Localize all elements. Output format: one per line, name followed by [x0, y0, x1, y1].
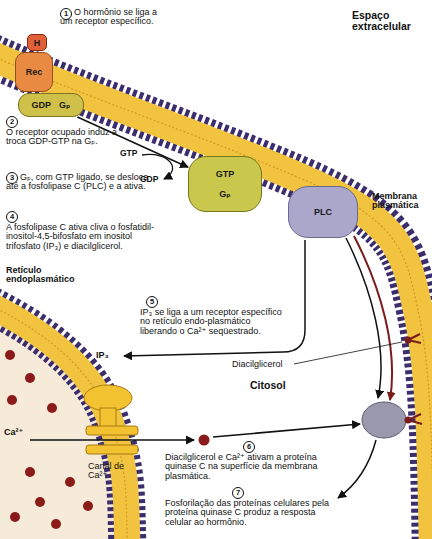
node-text: PLC [314, 207, 332, 217]
callout-number: 3 [6, 172, 18, 184]
molecule-label: GTP [120, 149, 137, 158]
ip3-arrow [124, 240, 305, 356]
calcium-ion [7, 395, 17, 405]
er-lumen [0, 305, 128, 539]
callout-number: 7 [232, 487, 244, 499]
calcium-ion [25, 467, 35, 477]
calcium-ion [35, 497, 45, 507]
node-text: Gₚ [219, 189, 230, 199]
calcium-ion [47, 403, 57, 413]
dag-arrow [346, 238, 381, 398]
step-text: O hormônio se liga a um receptor específ… [60, 8, 172, 27]
node-text: GTP [216, 169, 235, 179]
calcium-release-arrow [30, 439, 194, 441]
step-text: Gₚ, com GTP ligado, se desloca até a fos… [6, 173, 151, 192]
lipid-tail [408, 334, 420, 340]
region-label: Citosol [250, 380, 286, 391]
node-text: Gₚ [59, 100, 70, 110]
node-text: Rec [26, 67, 43, 77]
response-arrow [338, 440, 376, 498]
lipid-tail [408, 420, 422, 424]
diacylglycerol-symbol [405, 414, 423, 424]
calcium-ion [83, 501, 93, 511]
molecule-label: IP₃ [96, 351, 109, 360]
receptor: Rec [15, 52, 53, 92]
node-text: GDP [32, 100, 52, 110]
plasma-membrane-tails [0, 55, 432, 539]
step-text: Diacilglicerol e Ca²⁺ ativam a proteína … [165, 453, 330, 481]
calcium-ion [10, 512, 20, 522]
phospholipase-c: PLC [288, 186, 358, 238]
callout-number: 5 [146, 296, 158, 308]
er-membrane-heads [0, 305, 128, 539]
calcium-ion [65, 477, 75, 487]
callout-number: 1 [60, 8, 72, 20]
region-label: Retículo endoplasmático [6, 266, 96, 285]
ip3-receptor [84, 385, 132, 411]
hormone: H [27, 34, 47, 51]
molecule-label: Diacilglicerol [232, 360, 283, 369]
plasma-membrane-core [0, 55, 432, 539]
step-text: O receptor ocupado induz a troca GDP-GTP… [6, 128, 118, 147]
g-protein: GDP Gₚ [18, 93, 84, 117]
callout-number: 6 [243, 441, 255, 453]
lipid-tail [408, 414, 421, 420]
callout-number: 2 [6, 116, 18, 128]
dag-arrow [354, 236, 392, 400]
ion-label: Ca²⁺ [4, 428, 23, 437]
diacylglycerol-symbol [405, 334, 422, 344]
er-membrane-core [0, 305, 128, 539]
calcium-channel [86, 445, 138, 454]
calcium-channel [86, 426, 138, 435]
calcium-ion [199, 435, 210, 446]
calcium-ion [25, 373, 35, 383]
region-label: Espaço extracelular [352, 10, 430, 32]
calcium-ion [5, 350, 15, 360]
protein-kinase-c [362, 402, 406, 438]
region-label: Membrana plasmática [372, 192, 432, 211]
er-membrane-tails [0, 305, 128, 539]
step-text: IP₃ se liga a um receptor específico no … [140, 308, 285, 336]
part-label: Canal de Ca²⁺ [88, 462, 143, 481]
activation-arrow [213, 424, 360, 437]
leader-line [294, 342, 402, 364]
callout-number: 4 [6, 211, 18, 223]
plasma-membrane-heads [0, 55, 432, 539]
lipid-tail [408, 340, 421, 343]
step-text: Fosforilação das proteínas celulares pel… [165, 499, 330, 527]
step-text: A fosfolipase C ativa cliva o fosfatidil… [6, 223, 158, 251]
g-protein-active: GTP Gₚ [188, 156, 262, 212]
calcium-ion [51, 519, 61, 529]
node-text: H [34, 38, 41, 48]
